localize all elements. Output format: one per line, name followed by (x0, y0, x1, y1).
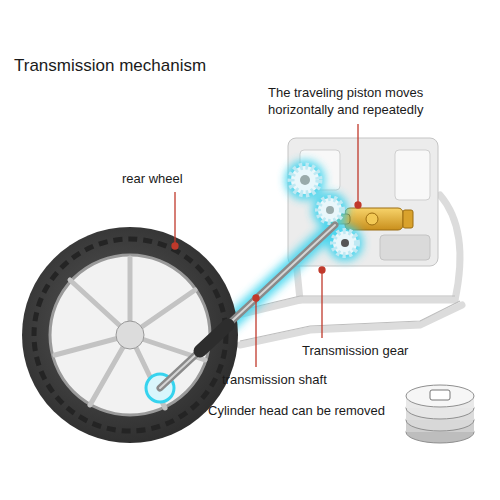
label-holder: Cylinder head can be removed (208, 402, 385, 419)
gear-glow (285, 160, 325, 200)
diagram-title: Transmission mechanism (14, 56, 206, 76)
gear-hub (341, 239, 349, 247)
label-holder: transmission shaft (222, 371, 327, 388)
title-holder: Transmission mechanism (14, 56, 206, 76)
label-holder: Transmission gear (302, 342, 408, 359)
label-holder: rear wheel (122, 170, 183, 187)
cylinder-head (406, 385, 474, 443)
frame-tube (440, 195, 460, 300)
label-holder: The traveling piston moves horizontally … (268, 84, 473, 118)
gear-hub (300, 175, 310, 185)
leader-dot (319, 267, 325, 273)
shaft (160, 225, 335, 388)
tire (22, 227, 238, 443)
tire-tread (34, 239, 226, 431)
leader-dot (172, 243, 178, 249)
frame-edge (240, 301, 460, 341)
leader-line (174, 192, 175, 244)
head-disc (406, 385, 474, 407)
shaft-sleeve (200, 325, 228, 351)
gear (333, 231, 357, 255)
rear-wheel (22, 227, 238, 443)
part-label: transmission shaft (222, 371, 327, 388)
leader-dot (355, 202, 361, 208)
gear-hub (326, 206, 334, 214)
part-label: Transmission gear (302, 342, 408, 359)
engine-plate (395, 150, 430, 200)
piston-cylinder (345, 208, 403, 230)
shaft-highlight (160, 225, 335, 388)
leaders (172, 124, 361, 367)
note-label: Cylinder head can be removed (208, 402, 385, 419)
head-mark (430, 390, 450, 400)
part-label: rear wheel (122, 170, 183, 187)
gear (291, 166, 319, 194)
rim (50, 255, 210, 415)
leader-dot (253, 295, 259, 301)
spokes (55, 258, 205, 408)
gear (318, 198, 342, 222)
engine-plate (380, 235, 430, 260)
leader-line (357, 124, 358, 203)
gear-glow (312, 192, 348, 228)
gears (291, 166, 357, 255)
leader-line (255, 300, 256, 367)
wheel-hub (116, 321, 144, 349)
piston-pin (366, 213, 378, 225)
piston-head (403, 210, 413, 228)
callout-label: The traveling piston moves horizontally … (268, 84, 473, 118)
leader-line (321, 272, 322, 338)
transmission-shaft (146, 225, 335, 402)
frame-tube (240, 305, 462, 345)
